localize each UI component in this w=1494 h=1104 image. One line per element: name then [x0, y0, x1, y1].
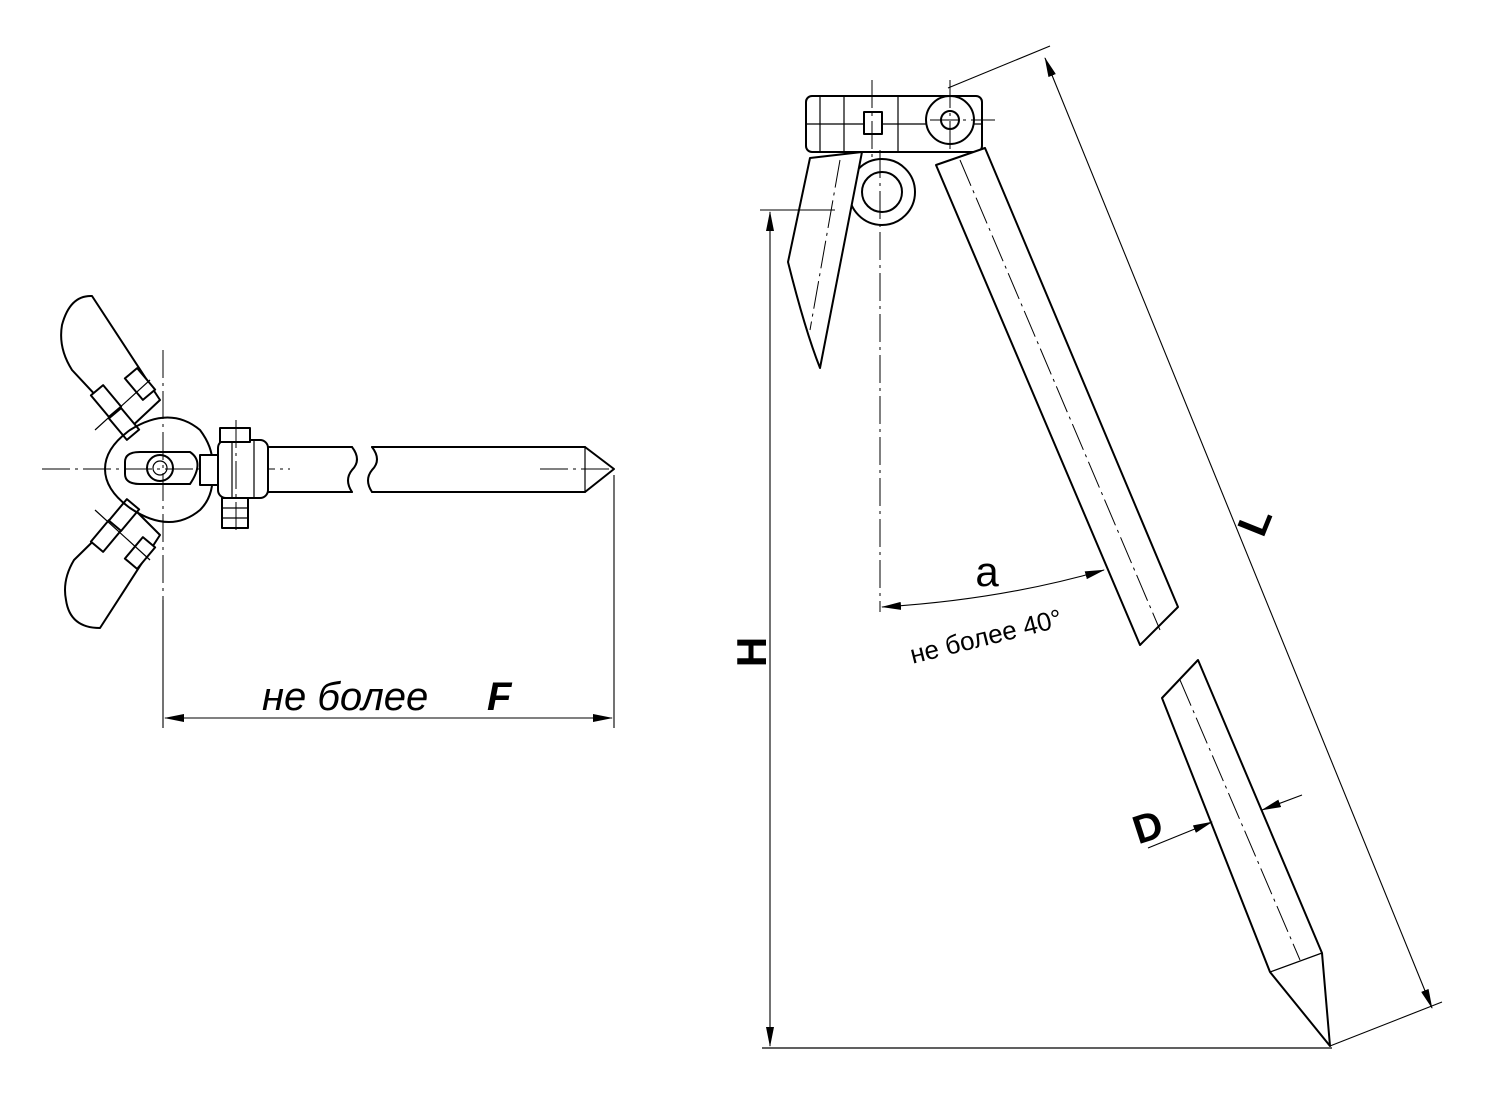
dimension-d-label: D [1127, 802, 1168, 853]
dimension-l [947, 45, 1443, 1047]
long-leg-lower [1161, 659, 1331, 1047]
central-hub [104, 416, 214, 523]
right-view-tripod-side: H L D a не более 40° [728, 45, 1443, 1049]
clamp-bolt [199, 420, 269, 535]
angle-note: не более 40° [907, 603, 1065, 670]
dimension-h [760, 209, 835, 1047]
left-view-tripod-top: не более F [42, 294, 615, 728]
upper-leg [60, 294, 161, 441]
dimension-d [1147, 794, 1303, 849]
rod-top-view [267, 446, 615, 493]
lower-leg [64, 498, 161, 629]
angle-a [881, 569, 1105, 610]
head-block [805, 80, 995, 226]
dimension-f-label: не более [262, 675, 428, 719]
dimension-f-letter: F [487, 675, 513, 719]
angle-a-label: a [975, 548, 999, 595]
long-leg-upper [935, 147, 1179, 646]
dimension-h-label: H [728, 637, 775, 667]
back-leg [787, 151, 863, 369]
dimension-l-label: L [1228, 501, 1281, 542]
dimension-f [162, 475, 615, 728]
